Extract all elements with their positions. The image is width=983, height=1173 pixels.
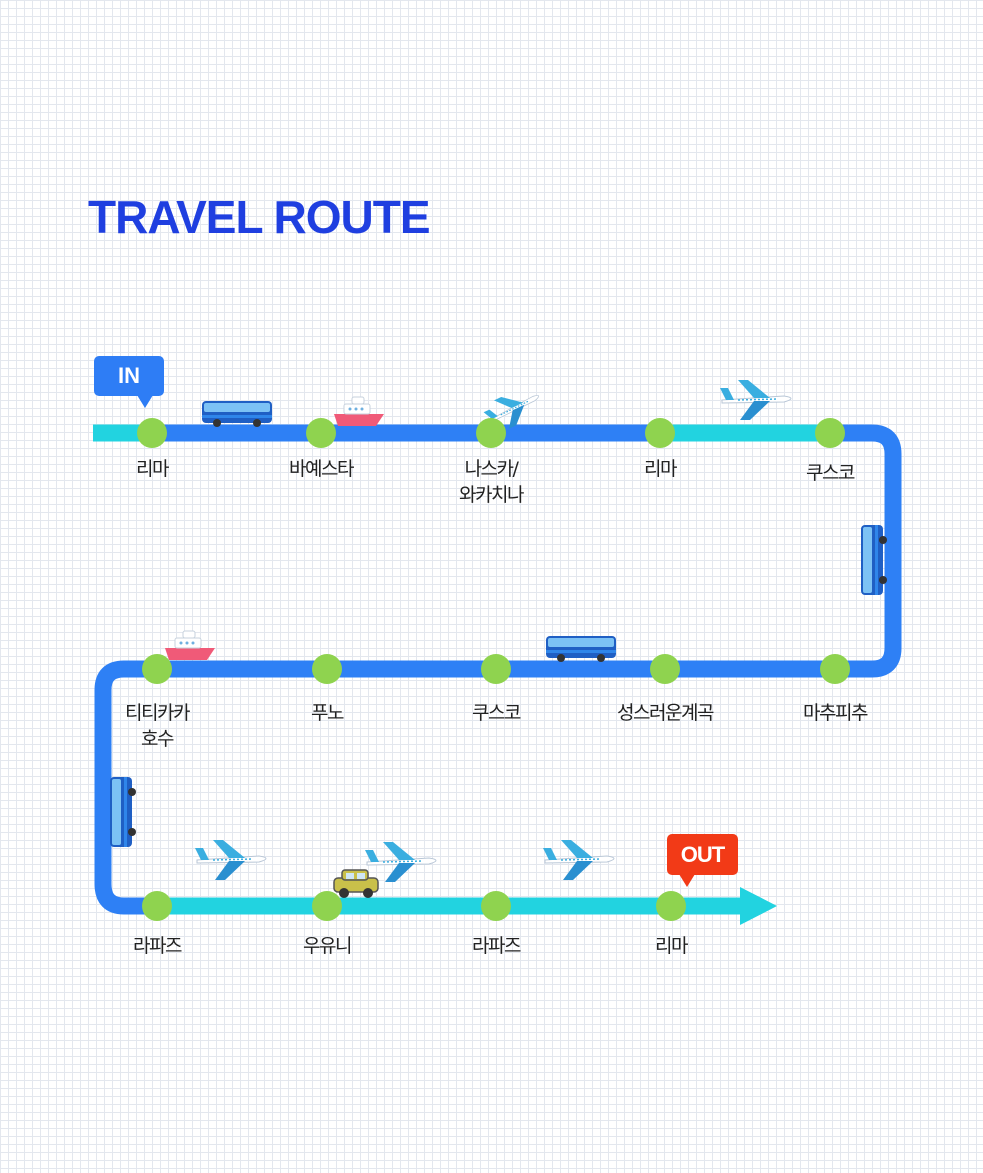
bus-icon (202, 401, 272, 427)
stop-marker (476, 418, 506, 448)
stop-label: 리마 (606, 933, 736, 959)
stop-marker (481, 891, 511, 921)
stop-label: 성스러운계곡 (600, 700, 730, 726)
stop-marker (645, 418, 675, 448)
stop-label-line1: 나스카/ (464, 458, 519, 480)
stop-label: 푸노 (262, 700, 392, 726)
stop-label: 나스카/와카치나 (426, 456, 556, 508)
stop-label-line1: 바예스타 (289, 458, 354, 480)
stop-marker (142, 654, 172, 684)
stop-label: 우유니 (262, 933, 392, 959)
stop-label: 리마 (595, 456, 725, 482)
stop-label-line1: 리마 (655, 935, 688, 957)
stop-label-line1: 라파즈 (472, 935, 521, 957)
stop-label-line1: 마추피추 (803, 702, 868, 724)
stop-label: 바예스타 (256, 456, 386, 482)
stop-marker (312, 654, 342, 684)
stop-marker (815, 418, 845, 448)
stop-label-line1: 우유니 (303, 935, 352, 957)
stop-label-line2: 호수 (141, 728, 174, 750)
stop-label-line1: 성스러운계곡 (617, 702, 714, 724)
stop-label-line2: 와카치나 (459, 484, 524, 506)
stop-label-line1: 티티카카 (125, 702, 190, 724)
stop-label: 리마 (87, 456, 217, 482)
stop-marker (312, 891, 342, 921)
airplane-icon (194, 839, 267, 881)
stop-label: 라파즈 (431, 933, 561, 959)
stop-marker (650, 654, 680, 684)
airplane-icon (719, 379, 792, 421)
stop-label-line1: 푸노 (311, 702, 344, 724)
boat-icon (164, 630, 216, 661)
stop-label-line1: 쿠스코 (472, 702, 521, 724)
stop-label-line1: 리마 (136, 458, 169, 480)
stop-label-line1: 라파즈 (133, 935, 182, 957)
stop-label: 쿠스코 (765, 460, 895, 486)
stop-label: 라파즈 (92, 933, 222, 959)
bus-icon (861, 525, 887, 595)
bus-icon (110, 777, 136, 847)
stop-marker (306, 418, 336, 448)
stop-label-line1: 리마 (644, 458, 677, 480)
airplane-icon (364, 841, 437, 883)
stop-label-line1: 쿠스코 (806, 462, 855, 484)
page-title: TRAVEL ROUTE (88, 191, 431, 243)
bus-icon (546, 636, 616, 662)
stop-marker (656, 891, 686, 921)
stop-label: 쿠스코 (431, 700, 561, 726)
stop-marker (820, 654, 850, 684)
route-end-arrow (740, 887, 777, 925)
stop-label: 마추피추 (770, 700, 900, 726)
in-marker: IN (94, 356, 164, 408)
stop-marker (137, 418, 167, 448)
stop-marker (481, 654, 511, 684)
boat-icon (333, 396, 385, 427)
car-icon (333, 869, 379, 899)
out-marker: OUT (667, 834, 738, 887)
airplane-icon (542, 839, 615, 881)
stop-marker (142, 891, 172, 921)
